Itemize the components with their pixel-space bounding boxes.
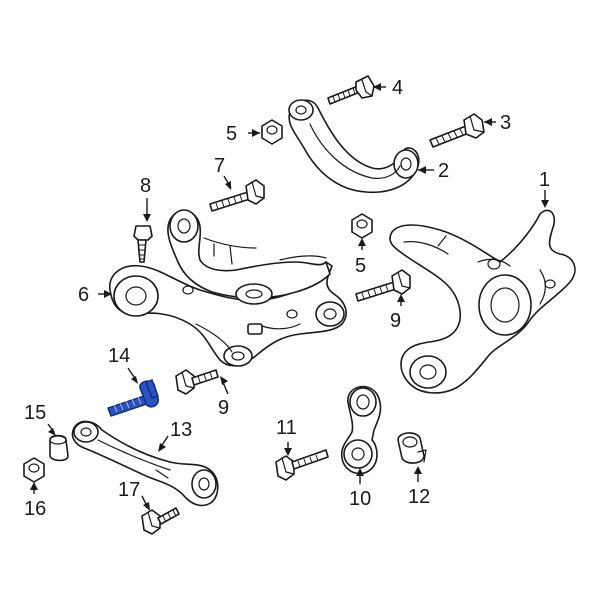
part-2-upper-arm — [288, 99, 420, 194]
callout-label-7: 7 — [214, 155, 225, 177]
part-18-bolt — [141, 507, 180, 535]
callout-label-3: 3 — [500, 112, 511, 134]
callout-13: 12 — [408, 466, 430, 508]
callout-18: 17 — [118, 479, 150, 511]
callout-1: 1 — [539, 169, 550, 208]
callout-label-13: 12 — [408, 486, 430, 508]
callout-5-lower: 5 — [355, 238, 366, 277]
callout-3: 3 — [484, 112, 511, 134]
callout-8: 8 — [140, 175, 151, 222]
callout-label-14: 13 — [170, 419, 192, 441]
callout-10: 9 — [390, 294, 405, 332]
callout-label-15: 14 — [108, 345, 130, 367]
part-11-end-link — [340, 385, 382, 475]
callout-5-upper: 5 — [226, 123, 260, 145]
callout-17: 16 — [24, 482, 46, 520]
callout-6: 6 — [78, 284, 112, 306]
part-12-bolt — [275, 449, 329, 481]
part-17-nut — [23, 457, 45, 483]
callout-12: 11 — [276, 417, 297, 456]
part-5-nut-lower — [351, 213, 373, 239]
callout-14: 13 — [158, 419, 192, 452]
callout-label-2: 2 — [438, 160, 449, 182]
callout-label-1: 1 — [539, 169, 550, 191]
callout-label-10: 9 — [390, 310, 401, 332]
callout-7: 7 — [214, 155, 232, 190]
callout-label-4: 4 — [392, 77, 403, 99]
callout-label-11: 10 — [349, 488, 371, 510]
callout-label-8: 8 — [140, 175, 151, 197]
part-8-bolt — [133, 225, 153, 263]
part-1-knuckle — [389, 209, 576, 394]
callout-11: 10 — [349, 468, 371, 510]
part-16-bushing — [49, 434, 69, 462]
callout-label-18: 17 — [118, 479, 140, 501]
part-4-bolt — [327, 75, 375, 105]
part-7-bolt — [209, 179, 265, 212]
callout-label-6: 6 — [78, 284, 89, 306]
callout-9: 9 — [218, 376, 229, 419]
callout-label-16: 15 — [24, 402, 46, 424]
callout-label-5-upper: 5 — [226, 123, 237, 145]
callout-2: 2 — [418, 160, 449, 182]
part-14-lower-link — [71, 420, 219, 507]
callout-16: 15 — [24, 402, 56, 436]
part-15-bolt-highlighted — [107, 379, 159, 417]
part-3-bolt — [429, 113, 485, 148]
callout-label-17: 16 — [24, 498, 46, 520]
callout-4: 4 — [373, 77, 403, 99]
part-9-bolt — [175, 369, 219, 395]
part-6-subframe — [109, 209, 347, 367]
part-13-bushing — [397, 432, 427, 464]
callout-label-5-lower: 5 — [355, 255, 366, 277]
part-5-nut-upper — [261, 119, 283, 145]
part-10-bolt — [355, 269, 411, 302]
callout-label-12: 11 — [276, 417, 297, 439]
callout-15: 14 — [108, 345, 138, 384]
callout-label-9: 9 — [218, 397, 229, 419]
